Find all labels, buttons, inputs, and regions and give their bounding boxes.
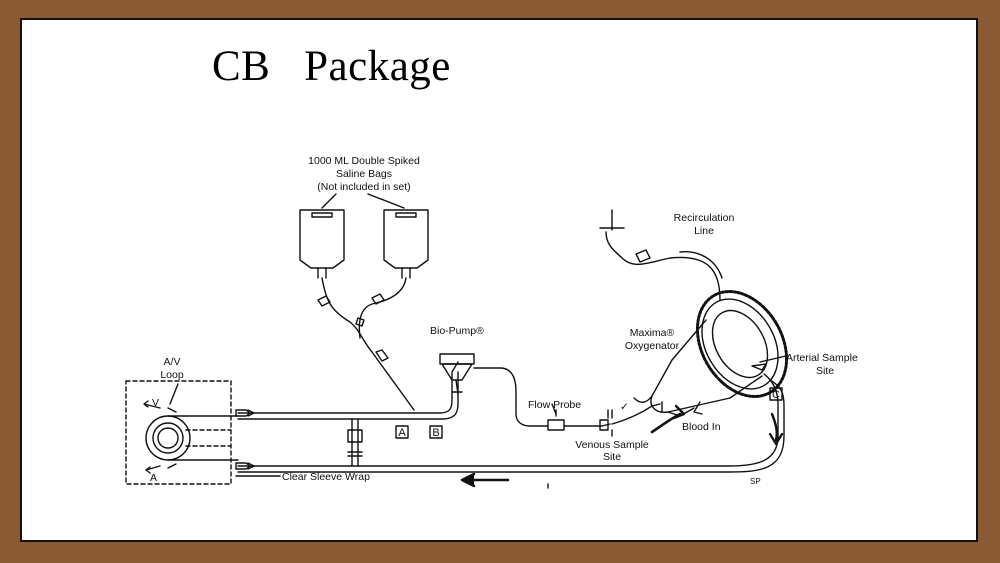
box-b [429, 425, 443, 439]
arterial-sample-label-line2: Site [816, 365, 834, 377]
clear-sleeve-label: Clear Sleeve Wrap [282, 471, 370, 483]
saline-pointer-left [321, 193, 337, 209]
slide-title: CB Package [212, 43, 451, 90]
arterial-mark: A [150, 472, 157, 484]
bio-pump-label: Bio-Pump® [430, 325, 484, 337]
slide-frame [20, 18, 978, 542]
box-a-label: A [398, 427, 406, 439]
av-loop-label-line1: A/V [164, 356, 181, 368]
box-b-label: B [432, 427, 439, 439]
venous-line-lower [237, 373, 779, 467]
venous-mark: V [152, 397, 159, 409]
arterial-sample-label-line1: Arterial Sample [786, 352, 858, 364]
spike-line-left [321, 277, 415, 411]
recirculation-line [599, 209, 721, 301]
maxima-oxygenator [633, 290, 789, 417]
venous-sample-label-line1: Venous Sample [575, 439, 649, 451]
spike-line-right [358, 277, 407, 339]
box-c-label: C [772, 389, 780, 401]
box-a [395, 425, 409, 439]
av-loop-label-line2: Loop [160, 369, 184, 381]
saline-label-line1: 1000 ML Double Spiked [308, 155, 420, 167]
blood-in-label: Blood In [682, 421, 721, 433]
flow-probe [547, 419, 565, 431]
arterial-line-upper [237, 361, 459, 414]
saline-pointer-right [367, 193, 405, 209]
initials: SP [750, 477, 761, 486]
saline-label-line3: (Not included in set) [317, 181, 410, 193]
recirculation-label-line1: Recirculation [674, 212, 735, 224]
oxygenator-label-line2: Oxygenator [625, 340, 680, 352]
av-loop-box [125, 380, 232, 485]
flow-probe-label: Flow Probe [528, 399, 581, 411]
check-mark: ✓ [620, 401, 629, 413]
box-c [769, 387, 783, 401]
saline-bag-left [299, 209, 345, 279]
saline-label-line2: Saline Bags [336, 168, 392, 180]
recirculation-label-line2: Line [694, 225, 714, 237]
oxygenator-label-line1: Maxima® [630, 327, 675, 339]
saline-bag-right [383, 209, 429, 279]
venous-sample-label-line2: Site [603, 451, 621, 463]
